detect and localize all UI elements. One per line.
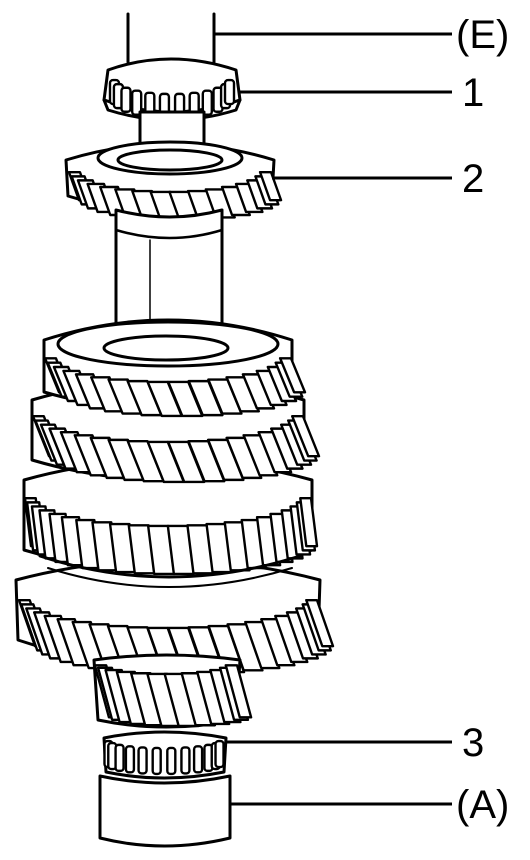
callout-1: 1 <box>462 71 484 115</box>
gear-tooth <box>242 434 279 477</box>
gear-tooth <box>225 376 260 413</box>
callout-2: 2 <box>462 157 484 201</box>
gear-tooth <box>305 598 335 648</box>
gear-tooth <box>187 379 224 417</box>
bearing-roller <box>130 89 143 116</box>
bearing-roller <box>166 746 177 776</box>
top-helical-gear <box>64 140 283 222</box>
gear-tooth <box>207 378 243 415</box>
bearing-roller <box>124 745 136 774</box>
gear-tooth <box>241 373 276 410</box>
gear-tooth <box>206 438 245 482</box>
callout-e: (E) <box>456 13 509 57</box>
bearing-roller <box>201 89 214 116</box>
gear-tooth <box>180 672 217 727</box>
gear-tooth <box>257 430 293 474</box>
bearing-roller <box>114 743 125 773</box>
bearing-roller <box>151 746 162 776</box>
gear-tooth <box>226 623 264 672</box>
gear-tooth <box>220 185 251 217</box>
bearing-roller <box>137 746 148 775</box>
bearing-roller <box>223 78 236 106</box>
lower-pinion <box>92 653 253 729</box>
bearing-roller <box>192 745 204 774</box>
gear-tooth <box>224 664 253 719</box>
gear-cluster <box>14 318 335 676</box>
gear-tooth <box>299 496 319 548</box>
bearing-roller <box>120 86 132 113</box>
bearing-roller <box>214 739 225 769</box>
gear-tooth <box>187 440 226 483</box>
gear-tooth <box>278 357 307 394</box>
bottom-roller-bearing <box>102 730 228 780</box>
gear-tooth <box>260 618 296 667</box>
gear-tooth <box>291 414 321 458</box>
bearing-roller <box>180 746 191 775</box>
gear-tooth <box>244 620 281 670</box>
leader-lines <box>214 32 452 806</box>
shaft-bottom-end <box>98 774 232 848</box>
gear-tooth <box>204 188 236 219</box>
shaft-top-stub <box>126 12 216 64</box>
callout-a: (A) <box>456 783 509 827</box>
gear-tooth <box>258 170 283 202</box>
gear-tooth <box>225 436 263 480</box>
callout-3: 3 <box>462 721 484 765</box>
